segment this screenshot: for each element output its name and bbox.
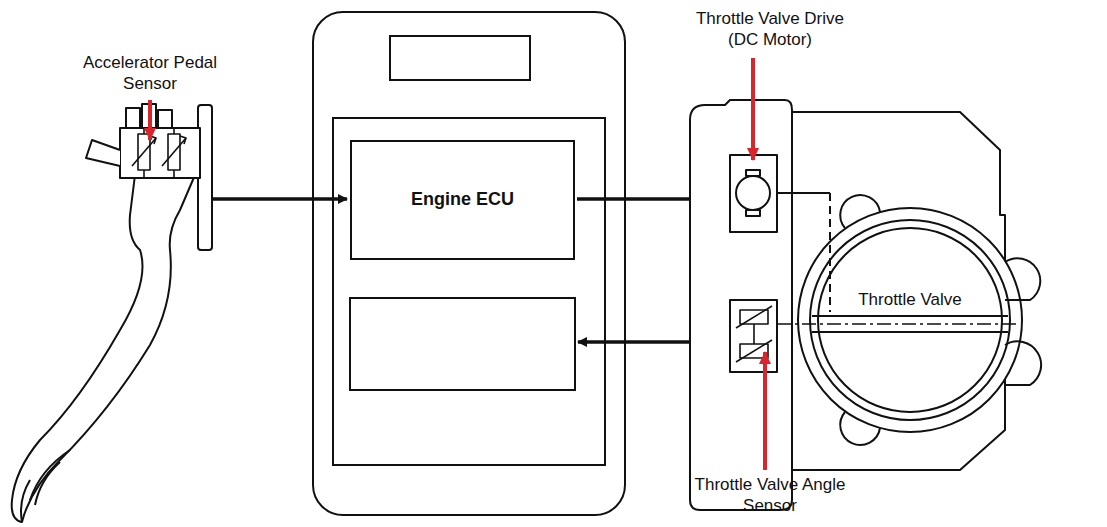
throttle-body (690, 100, 1041, 510)
part-label: Throttle Valve Drive (DC Motor) (681, 8, 859, 51)
node-label: Throttle Valve (815, 290, 1005, 310)
resistor-symbol (132, 128, 186, 178)
accelerator-pedal (12, 104, 212, 522)
throttle-valve: Throttle Valve (815, 225, 1005, 415)
ecu-box: Engine ECU (350, 140, 575, 260)
leader-arrow (150, 58, 765, 470)
ecu-housing (313, 12, 625, 515)
part-label: Throttle Valve Angle Sensor (681, 474, 859, 517)
valve-outline (815, 225, 1005, 415)
part-label: Accelerator Pedal Sensor (63, 52, 238, 95)
node-label: Engine ECU (411, 189, 514, 211)
